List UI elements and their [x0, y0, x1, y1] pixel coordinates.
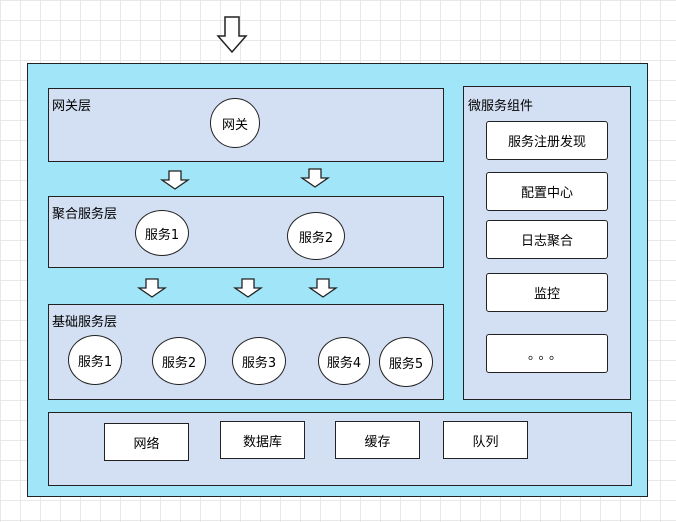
base-service-node: 服务3 — [232, 337, 286, 385]
infrastructure-item: 缓存 — [335, 421, 420, 459]
infrastructure-item: 网络 — [104, 423, 189, 461]
base-service-node: 服务5 — [379, 337, 433, 387]
aggregation-service-node: 服务1 — [135, 210, 189, 256]
base-service-node: 服务2 — [152, 337, 206, 385]
flow-arrow-icon — [136, 278, 168, 298]
aggregation-layer: 聚合服务层 — [48, 196, 444, 268]
component-item: 配置中心 — [486, 172, 608, 211]
base-service-node: 服务1 — [68, 335, 122, 385]
component-item: 监控 — [486, 273, 608, 312]
components-panel-title: 微服务组件 — [468, 99, 534, 114]
component-item: 服务注册发现 — [486, 121, 608, 160]
component-item: 。。。 — [486, 334, 608, 373]
flow-arrow-icon — [307, 278, 339, 298]
flow-arrow-icon — [159, 170, 191, 190]
flow-arrow-icon — [299, 168, 331, 188]
flow-arrow-icon — [232, 278, 264, 298]
gateway-layer-title: 网关层 — [52, 99, 92, 114]
component-item: 日志聚合 — [486, 220, 608, 259]
infrastructure-item: 数据库 — [220, 421, 305, 459]
entry-arrow-icon — [216, 16, 248, 54]
infrastructure-item: 队列 — [443, 421, 528, 459]
aggregation-service-node: 服务2 — [287, 212, 345, 260]
aggregation-layer-title: 聚合服务层 — [52, 207, 118, 222]
base-layer-title: 基础服务层 — [52, 315, 118, 330]
base-service-node: 服务4 — [318, 337, 370, 385]
gateway-node: 网关 — [210, 98, 260, 148]
